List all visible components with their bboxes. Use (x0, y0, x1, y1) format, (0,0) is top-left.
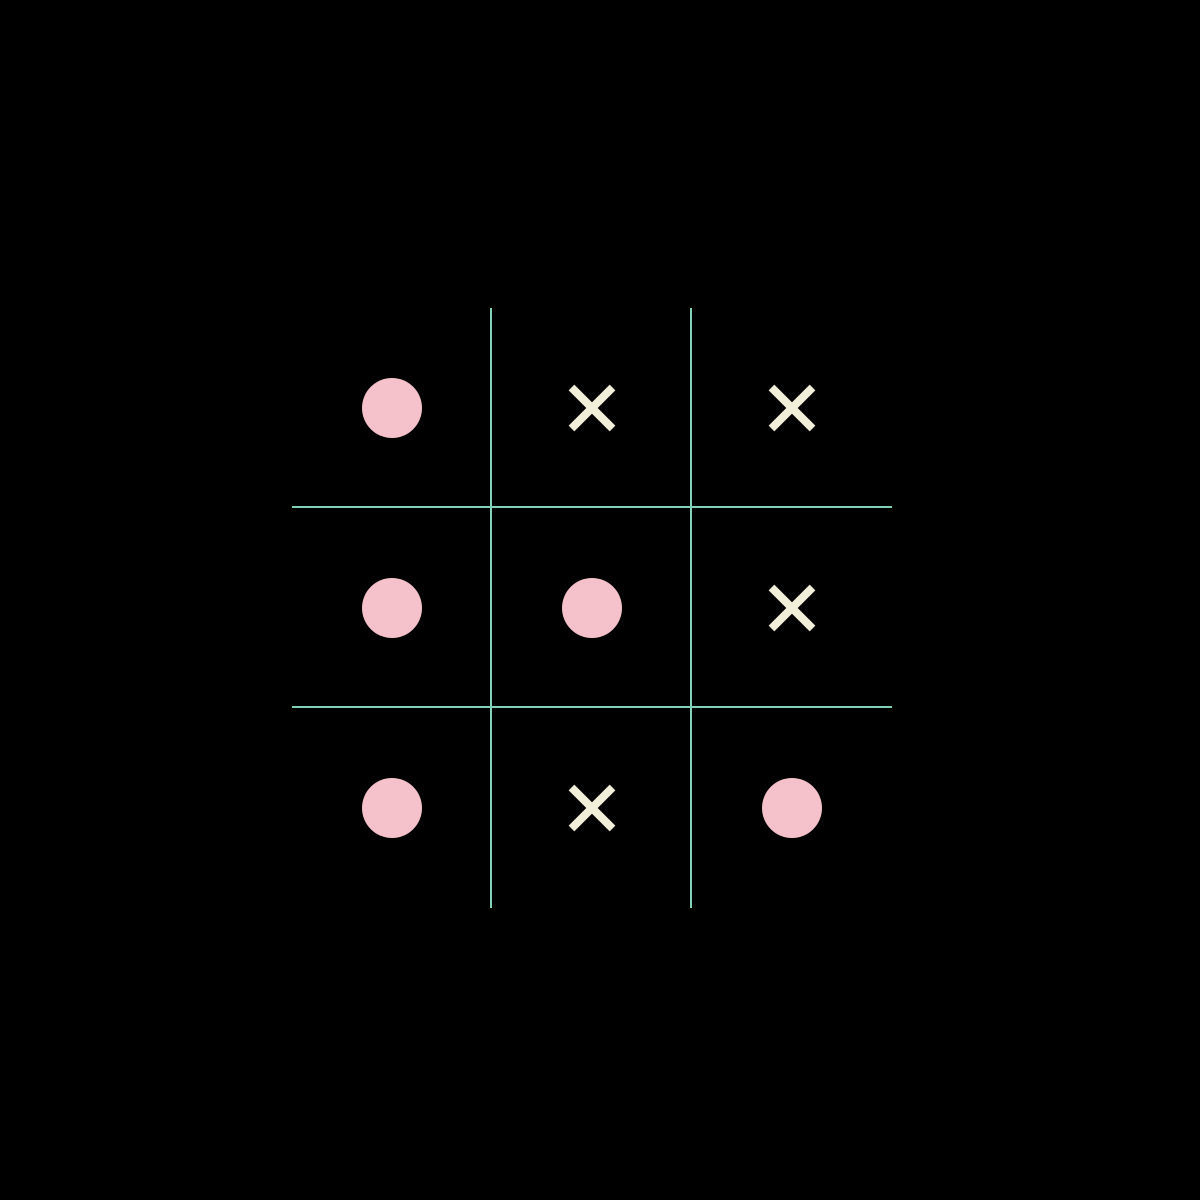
cross-icon (768, 584, 816, 632)
grid-line-vertical-2 (690, 308, 692, 908)
board-cell-r1-c3[interactable] (692, 308, 892, 508)
board-cell-r2-c2[interactable] (492, 508, 692, 708)
grid-line-horizontal-1 (292, 506, 892, 508)
tic-tac-toe-board (292, 308, 892, 908)
circle-icon (362, 578, 422, 638)
board-cell-r3-c1[interactable] (292, 708, 492, 908)
circle-icon (762, 778, 822, 838)
circle-icon (562, 578, 622, 638)
grid-line-vertical-1 (490, 308, 492, 908)
board-cell-r1-c2[interactable] (492, 308, 692, 508)
cross-icon (568, 784, 616, 832)
cross-icon (568, 384, 616, 432)
circle-icon (362, 778, 422, 838)
circle-icon (362, 378, 422, 438)
board-cell-r2-c1[interactable] (292, 508, 492, 708)
board-cell-r3-c2[interactable] (492, 708, 692, 908)
board-cell-r2-c3[interactable] (692, 508, 892, 708)
grid-line-horizontal-2 (292, 706, 892, 708)
board-cell-r1-c1[interactable] (292, 308, 492, 508)
board-cell-r3-c3[interactable] (692, 708, 892, 908)
cross-icon (768, 384, 816, 432)
